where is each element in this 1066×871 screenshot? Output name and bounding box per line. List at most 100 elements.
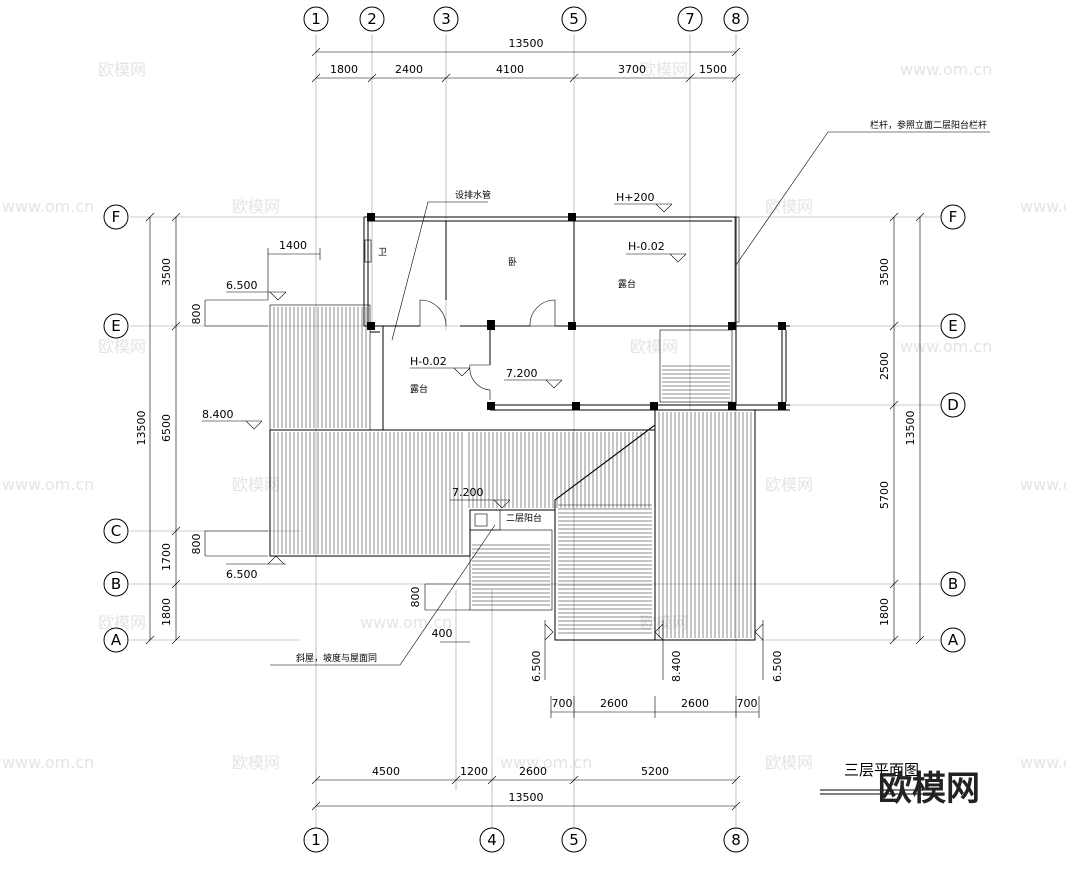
elevation-marks: 6.500 8.400 6.500 H+200 H-0.02 H-0.02 7.…: [202, 191, 784, 682]
watermark-url: www.om.cn: [360, 613, 452, 632]
axis-label: 1: [311, 10, 321, 28]
railing-note: 栏杆，参照立面二层阳台栏杆: [870, 119, 987, 131]
axis-bubbles-left: F E C B A: [103, 204, 129, 653]
axis-label: B: [948, 575, 958, 593]
axis-label: A: [111, 631, 122, 649]
axis-label: 5: [569, 10, 579, 28]
dim-text: 800: [190, 534, 203, 555]
elevation-text: H-0.02: [628, 240, 665, 253]
dim-text: 13500: [904, 411, 917, 446]
dim-text: 1700: [160, 543, 173, 571]
dimensions-top: 13500 1800 2400 4100 3700 1500: [311, 37, 741, 83]
grid-lines: [130, 34, 940, 828]
axis-label: B: [111, 575, 121, 593]
drawing-title: 三层平面图: [844, 761, 919, 779]
dim-text: 13500: [509, 791, 544, 804]
watermark-url: www.om.cn: [1020, 753, 1066, 772]
axis-label: 8: [731, 10, 741, 28]
stair-lower: [469, 365, 730, 611]
dim-text: 400: [432, 627, 453, 640]
dim-text: 1800: [330, 63, 358, 76]
axis-label: 2: [367, 10, 377, 28]
dimensions-local: 1400 800 800 800 400: [190, 239, 470, 643]
axis-label: C: [111, 522, 121, 540]
watermark-url: www.om.cn: [900, 337, 992, 356]
dim-text: 2600: [681, 697, 709, 710]
dim-text: 6500: [160, 414, 173, 442]
axis-label: A: [948, 631, 959, 649]
balcony-label: 二层阳台: [506, 512, 542, 524]
axis-label: 8: [731, 831, 741, 849]
watermark-brand: 欧模网: [765, 753, 813, 772]
watermark-brand: 欧模网: [765, 475, 813, 494]
watermark-url: www.om.cn: [2, 197, 94, 216]
watermark-brand: 欧模网: [640, 613, 688, 632]
dim-text: 700: [737, 697, 758, 710]
dim-text: 3700: [618, 63, 646, 76]
axis-bubbles-top: 1 2 3 5 7 8: [303, 6, 749, 32]
terrace-label: 露台: [618, 278, 636, 290]
axis-label: F: [112, 208, 121, 226]
dim-text: 3500: [160, 258, 173, 286]
drawing-title-block: 三层平面图 欧模网: [820, 761, 980, 809]
watermark-brand: 欧模网: [640, 60, 688, 79]
axis-label: E: [948, 317, 957, 335]
axis-label: E: [111, 317, 120, 335]
dim-text: 13500: [135, 411, 148, 446]
slope-note: 斜屋，坡度与屋面同: [296, 652, 377, 664]
axis-label: 4: [487, 831, 497, 849]
dim-text: 1400: [279, 239, 307, 252]
annotations: 栏杆，参照立面二层阳台栏杆 设排水管 斜屋，坡度与屋面同 卫 卧 露台 露台 二…: [296, 119, 987, 664]
dim-text: 700: [552, 697, 573, 710]
axis-label: 5: [569, 831, 579, 849]
watermark-brand: 欧模网: [98, 337, 146, 356]
elevation-text: 6.500: [530, 651, 543, 683]
dim-text: 5700: [878, 481, 891, 509]
room-wc-label: 卫: [378, 248, 387, 258]
terrace-label: 露台: [410, 383, 428, 395]
watermark-url: www.om.cn: [900, 60, 992, 79]
dim-text: 5200: [641, 765, 669, 778]
dim-text: 13500: [509, 37, 544, 50]
axis-label: 3: [441, 10, 451, 28]
dim-text: 3500: [878, 258, 891, 286]
walls: [363, 213, 790, 531]
axis-label: 1: [311, 831, 321, 849]
elevation-text: 6.500: [771, 651, 784, 683]
watermark-brand: 欧模网: [630, 337, 678, 356]
dim-text: 4100: [496, 63, 524, 76]
roof-bottom-mid: [554, 424, 656, 641]
elevation-text: 8.400: [202, 408, 234, 421]
dim-text: 800: [409, 587, 422, 608]
dim-text: 1200: [460, 765, 488, 778]
axis-label: F: [949, 208, 958, 226]
watermark-brand: 欧模网: [232, 753, 280, 772]
elevation-text: H-0.02: [410, 355, 447, 368]
dimensions-left: 13500 3500 6500 1700 1800: [135, 212, 181, 645]
dim-text: 2600: [600, 697, 628, 710]
watermark-url: www.om.cn: [1020, 475, 1066, 494]
elevation-text: 8.400: [670, 651, 683, 683]
watermark-logo: 欧模网: [878, 769, 980, 809]
watermark-brand: 欧模网: [98, 60, 146, 79]
watermark-brand: 欧模网: [98, 613, 146, 632]
dimensions-bottom: 4500 1200 2600 5200 13500 700 2600 2600 …: [311, 696, 760, 811]
dim-text: 1800: [878, 598, 891, 626]
watermark-brand: 欧模网: [232, 197, 280, 216]
dim-text: 2500: [878, 352, 891, 380]
roof-left-strip: [269, 304, 371, 431]
elevation-text: 7.200: [506, 367, 538, 380]
watermark-url: www.om.cn: [2, 475, 94, 494]
dim-text: 2400: [395, 63, 423, 76]
elevation-text: 7.200: [452, 486, 484, 499]
roof-main: [269, 405, 656, 557]
watermark-url: www.om.cn: [500, 753, 592, 772]
dim-text: 1500: [699, 63, 727, 76]
elevation-text: 6.500: [226, 279, 258, 292]
drain-note: 设排水管: [455, 189, 491, 201]
elevation-text: 6.500: [226, 568, 258, 581]
watermark-brand: 欧模网: [232, 475, 280, 494]
elevation-text: H+200: [616, 191, 654, 204]
dim-text: 1800: [160, 598, 173, 626]
